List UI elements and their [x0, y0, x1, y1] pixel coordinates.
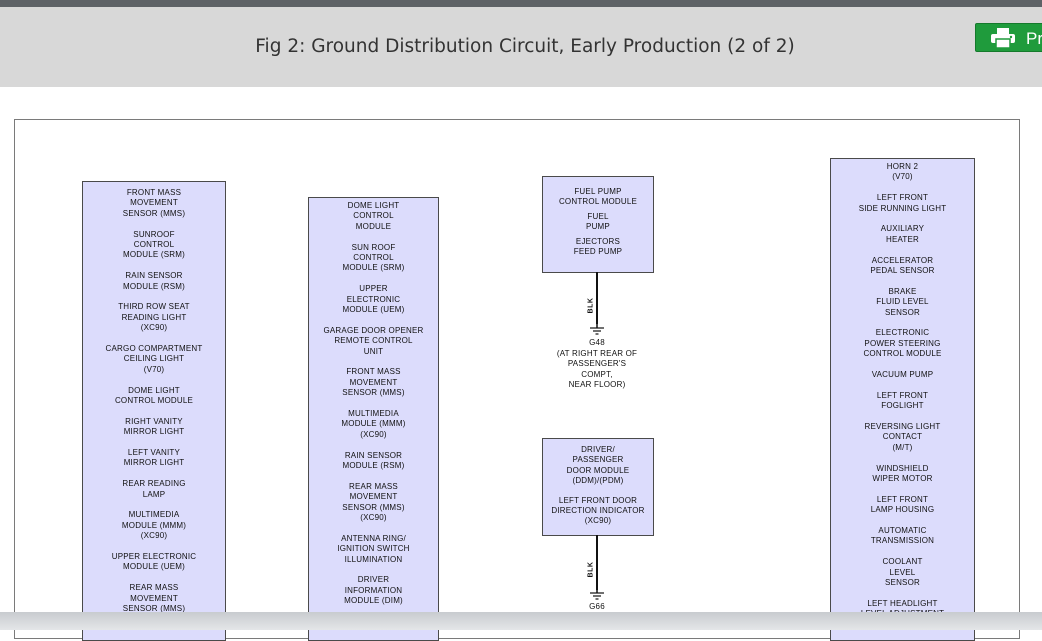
component-label: SUNROOF CONTROL MODULE (SRM) — [123, 229, 185, 260]
component-label: LEFT FRONT SIDE RUNNING LIGHT — [858, 193, 947, 213]
component-label: RAIN SENSOR MODULE (RSM) — [123, 271, 185, 291]
component-label: CARGO COMPARTMENT CEILING LIGHT (V70) — [105, 344, 203, 374]
ground-wire — [596, 535, 598, 590]
page-title: Fig 2: Ground Distribution Circuit, Earl… — [255, 36, 795, 57]
component-label: WINDSHIELD WIPER MOTOR — [872, 463, 933, 484]
component-label: FUEL PUMP — [586, 211, 610, 232]
component-label: REAR MASS MOVEMENT SENSOR (MMS) (XC90) — [342, 481, 405, 523]
ground-id: G48 — [589, 338, 605, 347]
component-label: ANTENNA RING/ IGNITION SWITCH ILLUMINATI… — [337, 533, 410, 564]
component-label: DOME LIGHT CONTROL MODULE — [347, 201, 400, 231]
print-button[interactable]: Print — [975, 23, 1042, 52]
component-label: FUEL PUMP CONTROL MODULE — [558, 187, 638, 207]
component-list-5: HORN 2 (V70) LEFT FRONT SIDE RUNNING LIG… — [830, 158, 975, 641]
printer-icon — [991, 28, 1015, 48]
component-label: REAR MASS MOVEMENT SENSOR (MMS) — [122, 583, 186, 614]
component-label: BRAKE FLUID LEVEL SENSOR — [876, 286, 929, 317]
component-label: UPPER ELECTRONIC MODULE (UEM) — [111, 552, 197, 572]
component-label: THIRD ROW SEAT READING LIGHT (XC90) — [118, 302, 190, 333]
component-label: AUTOMATIC TRANSMISSION — [870, 526, 935, 546]
component-label: RIGHT VANITY MIRROR LIGHT — [123, 416, 185, 437]
fuel-pump-group-box: FUEL PUMP CONTROL MODULE FUEL PUMP EJECT… — [542, 176, 654, 273]
component-label: SUN ROOF CONTROL MODULE (SRM) — [342, 242, 405, 273]
component-label: DOME LIGHT CONTROL MODULE — [114, 385, 194, 406]
component-label: LEFT FRONT FOGLIGHT — [876, 390, 929, 411]
component-label: EJECTORS FEED PUMP — [573, 236, 623, 257]
wire-color-label: BLK — [587, 297, 595, 314]
component-label: DRIVER/ PASSENGER DOOR MODULE (DDM)/(PDM… — [566, 445, 630, 486]
wire-color-label: BLK — [587, 561, 595, 578]
component-label: REVERSING LIGHT CONTACT (M/T) — [864, 422, 941, 452]
figure-header: Fig 2: Ground Distribution Circuit, Earl… — [0, 7, 1042, 87]
component-label: LEFT VANITY MIRROR LIGHT — [123, 448, 185, 468]
circuit-diagram: FRONT MASS MOVEMENT SENSOR (MMS) SUNROOF… — [14, 119, 1020, 641]
component-label: FRONT MASS MOVEMENT SENSOR (MMS) — [122, 188, 186, 218]
component-list-2: DOME LIGHT CONTROL MODULE SUN ROOF CONTR… — [308, 197, 439, 641]
component-label: DRIVER INFORMATION MODULE (DIM) — [344, 575, 403, 606]
component-list-1: FRONT MASS MOVEMENT SENSOR (MMS) SUNROOF… — [82, 181, 226, 641]
footer-bar — [0, 612, 1042, 630]
component-label: HORN 2 (V70) — [886, 162, 919, 182]
component-label: COOLANT LEVEL SENSOR — [882, 557, 923, 588]
component-label: LEFT FRONT LAMP HOUSING — [870, 494, 935, 515]
ground-id: G66 — [589, 602, 605, 611]
component-label: FRONT MASS MOVEMENT SENSOR (MMS) — [342, 367, 405, 398]
component-label: REAR READING LAMP — [122, 479, 186, 499]
ground-symbol — [590, 324, 604, 335]
ground-wire — [596, 272, 598, 324]
print-label: Print — [1026, 29, 1042, 48]
component-label: MULTIMEDIA MODULE (MMM) (XC90) — [121, 510, 187, 541]
component-label: ACCELERATOR PEDAL SENSOR — [870, 255, 935, 276]
door-module-group-box: DRIVER/ PASSENGER DOOR MODULE (DDM)/(PDM… — [542, 438, 654, 536]
component-label: GARAGE DOOR OPENER REMOTE CONTROL UNIT — [323, 325, 424, 356]
component-label: UPPER ELECTRONIC MODULE (UEM) — [342, 284, 405, 315]
component-label: RAIN SENSOR MODULE (RSM) — [342, 450, 405, 471]
component-label: VACUUM PUMP — [871, 370, 934, 380]
ground-symbol — [590, 589, 604, 600]
component-label: LEFT FRONT DOOR DIRECTION INDICATOR (XC9… — [551, 495, 645, 526]
ground-location: (AT RIGHT REAR OF PASSENGER'S COMPT, NEA… — [556, 349, 638, 390]
top-strip — [0, 0, 1042, 7]
component-label: ELECTRONIC POWER STEERING CONTROL MODULE — [863, 328, 942, 359]
component-label: AUXILIARY HEATER — [880, 224, 925, 244]
component-label: MULTIMEDIA MODULE (MMM) (XC90) — [341, 409, 406, 439]
